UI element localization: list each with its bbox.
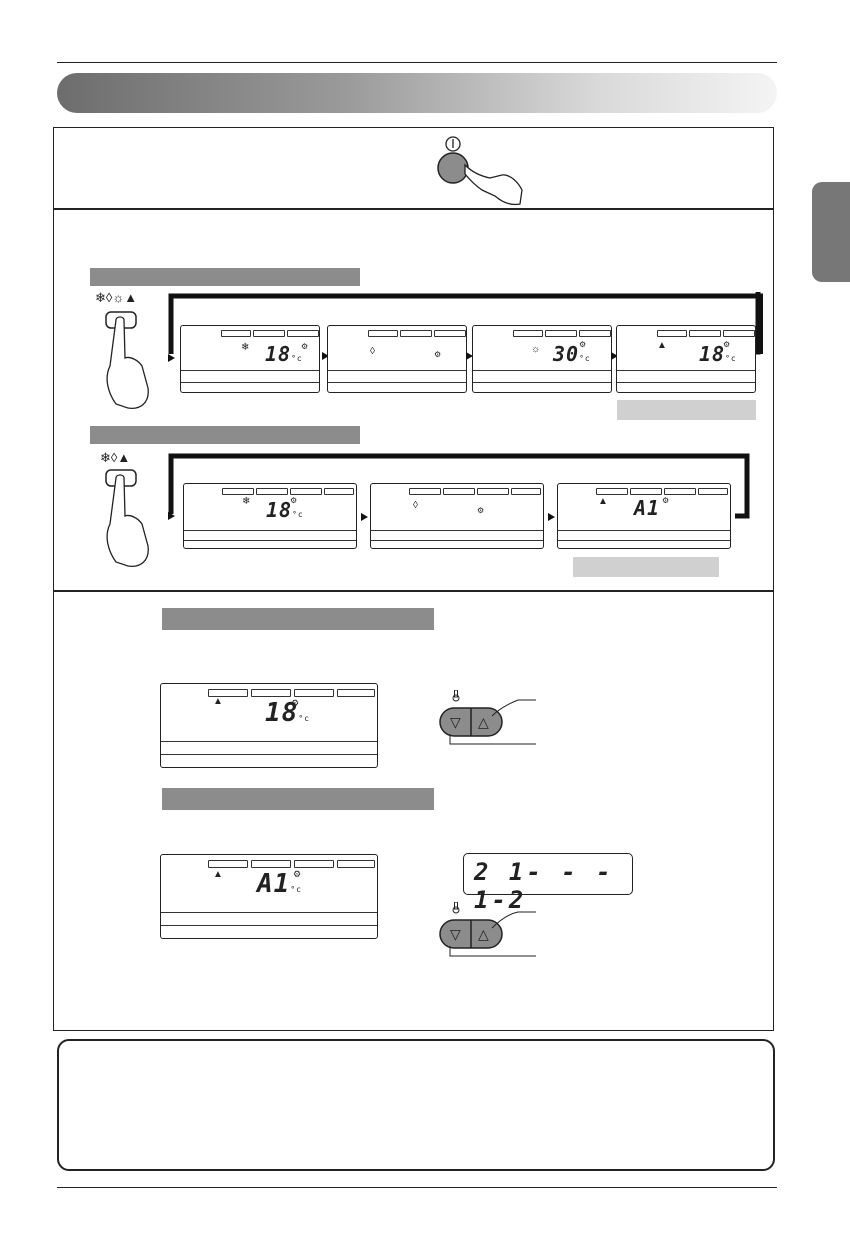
arrow-4: [361, 513, 368, 521]
arrow-5: [548, 513, 555, 521]
row1-lcd-cool: ❄ 18°c ⚙: [180, 325, 320, 393]
mode-icons-label-2: ❄◊▲: [100, 450, 131, 465]
power-button-illustration: [410, 130, 540, 210]
note-box: [57, 1039, 775, 1171]
auto-section-bar-2: [162, 788, 434, 810]
row1-lcd-auto: ▲ 18°c ⚙: [616, 325, 756, 393]
up-button[interactable]: △: [478, 714, 489, 730]
main-frame: [53, 127, 774, 1031]
row2-lcd-dry: ◊ ⚙: [370, 483, 544, 549]
auto-lcd-temp: ▲ 18°c ⚙: [160, 683, 378, 768]
row2-caption-box: [573, 557, 719, 577]
digital-readout: 2 1- - - 1-2: [474, 858, 614, 914]
row2-cycle-line: [163, 452, 753, 522]
row2-header-bar: [90, 426, 360, 444]
row2-lcd-cool: ❄ 18°c ⚙: [183, 483, 357, 549]
row1-arrow-in: [168, 354, 175, 362]
row1-lcd-heat: ☼ 30°c ⚙: [472, 325, 612, 393]
section-banner: [57, 73, 777, 113]
temp-buttons-1: ▽ △: [436, 689, 536, 750]
digital-readout-box: 2 1- - - 1-2: [463, 853, 633, 914]
down-button[interactable]: ▽: [450, 714, 461, 730]
mode-icons-label: ❄◊☼▲: [95, 290, 138, 305]
down-button-2[interactable]: ▽: [450, 926, 461, 942]
arrow-2: [466, 352, 473, 360]
divider-1: [53, 208, 774, 210]
up-button-2[interactable]: △: [478, 926, 489, 942]
language-side-tab: [812, 182, 850, 282]
arrow-3: [611, 352, 618, 360]
hand-press-mode-button-1: [98, 308, 158, 418]
temp-buttons-2: ▽ △: [436, 901, 536, 962]
top-rule: [57, 62, 777, 63]
divider-2: [53, 590, 774, 592]
row1-lcd-dry: ◊ ⚙: [327, 325, 467, 393]
row2-lcd-auto: ▲ A1 ⚙: [557, 483, 731, 549]
row1-header-bar: [90, 268, 360, 286]
row1-caption-box: [617, 400, 756, 420]
bottom-rule: [57, 1187, 777, 1188]
auto-lcd-code: ▲ A1°c ⚙: [160, 854, 378, 939]
arrow-1: [322, 352, 329, 360]
hand-press-mode-button-2: [98, 466, 158, 576]
row2-arrow-in: [168, 512, 175, 520]
auto-section-bar-1: [162, 608, 434, 630]
